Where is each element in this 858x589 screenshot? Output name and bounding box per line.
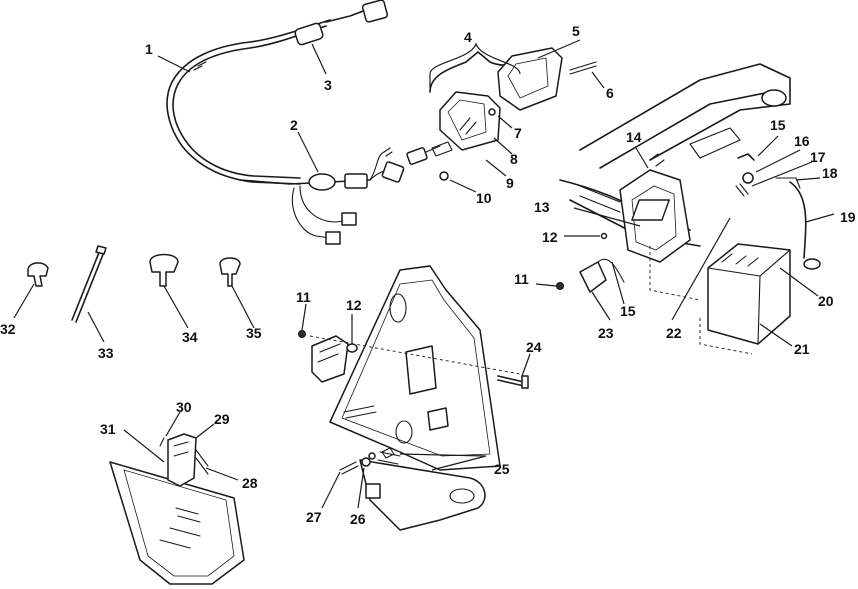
callout-13: 13 — [534, 199, 550, 215]
callout-35: 35 — [246, 325, 262, 341]
leader-lines — [13, 39, 835, 509]
center-bracket-panel — [329, 265, 501, 531]
callout-5: 5 — [572, 23, 580, 39]
callout-29: 29 — [214, 411, 230, 427]
callout-26: 26 — [350, 511, 366, 527]
callout-25: 25 — [494, 461, 510, 477]
callout-24: 24 — [526, 339, 542, 355]
part-1-wiring-harness — [166, 0, 389, 185]
callout-2: 2 — [290, 117, 298, 133]
callout-3: 3 — [324, 77, 332, 93]
callout-labels: 1 2 3 4 5 6 7 8 9 10 11 11 12 12 13 14 1… — [0, 23, 856, 527]
callout-20: 20 — [818, 293, 834, 309]
callout-16: 16 — [794, 133, 810, 149]
callout-11-panel: 11 — [296, 289, 311, 305]
callout-15-top: 15 — [770, 117, 786, 133]
callout-12-panel: 12 — [346, 297, 362, 313]
callout-23: 23 — [598, 325, 614, 341]
callout-4: 4 — [464, 29, 472, 45]
callout-14: 14 — [626, 129, 642, 145]
parts-26-27 — [339, 447, 395, 475]
callout-15-bottom: 15 — [620, 303, 636, 319]
callout-1: 1 — [145, 41, 153, 57]
part-33-bolt — [71, 245, 107, 323]
callout-12-battery: 12 — [542, 229, 558, 245]
callout-9: 9 — [506, 175, 514, 191]
frame-battery-assembly — [556, 63, 821, 355]
clips-32-34-35 — [27, 253, 241, 287]
callout-11-battery: 11 — [514, 271, 529, 287]
callout-18: 18 — [822, 165, 838, 181]
callout-28: 28 — [242, 475, 258, 491]
mud-flap-28-31 — [109, 433, 245, 585]
callout-7: 7 — [514, 125, 522, 141]
callout-33: 33 — [98, 345, 114, 361]
callout-17: 17 — [810, 149, 826, 165]
regulator-bracket — [298, 330, 529, 389]
callout-19: 19 — [840, 209, 856, 225]
callout-30: 30 — [176, 399, 192, 415]
callout-32: 32 — [0, 321, 16, 337]
callout-10: 10 — [476, 190, 492, 206]
part-4-taillight-assembly — [406, 47, 597, 181]
callout-6: 6 — [606, 85, 614, 101]
callout-34: 34 — [182, 329, 198, 345]
callout-22: 22 — [666, 325, 682, 341]
callout-27: 27 — [306, 509, 322, 525]
callout-8: 8 — [510, 151, 518, 167]
callout-21: 21 — [794, 341, 810, 357]
callout-31: 31 — [100, 421, 116, 437]
part-2-sub-harness — [239, 147, 405, 245]
